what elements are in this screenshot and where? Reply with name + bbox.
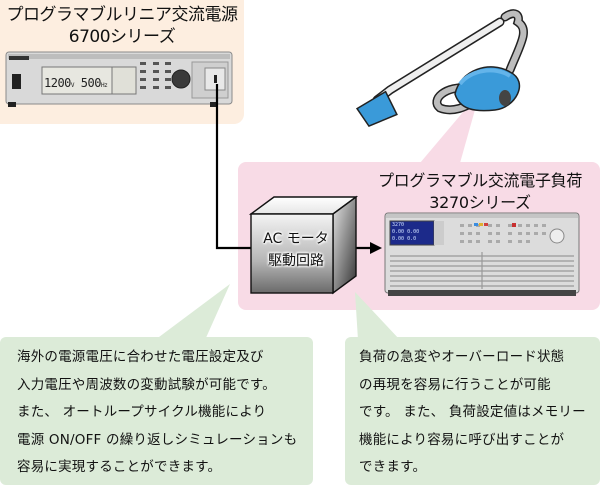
- electronic-load-title-series: 3270シリーズ: [429, 193, 531, 212]
- power-source-title-name: プログラマブルリニア交流電源: [6, 5, 239, 25]
- power-source-title-series: 6700シリーズ: [68, 27, 176, 47]
- callout-left-line: 容易に実現することができます。: [17, 459, 222, 475]
- callout-right-line: です。 また、 負荷設定値はメモリー: [359, 404, 586, 420]
- source-lcd-voltage: 1200: [44, 76, 71, 90]
- connection-line: [215, 84, 252, 250]
- electronic-load-title: プログラマブル交流電子負荷 3270シリーズ: [360, 170, 600, 214]
- source-lcd-voltage-unit: V: [70, 82, 75, 89]
- callout-power-source-features: 海外の電源電圧に合わせた電圧設定及び 入力電圧や周波数の変動試験が可能です。 ま…: [0, 337, 313, 485]
- callout-right-line: の再現を容易に行うことが可能: [359, 376, 551, 393]
- load-lcd-v2: 0.00: [407, 229, 420, 235]
- motor-driver-label-line1: AC モータ: [263, 231, 329, 247]
- arrow-head-icon: [370, 242, 382, 254]
- load-lcd-a2: 0.0: [407, 236, 417, 242]
- callout-left-line: 電源 ON/OFF の繰り返しシミュレーションも: [17, 431, 298, 448]
- source-lcd-frequency-unit: Hz: [100, 82, 108, 89]
- motor-driver-cube: [248, 195, 359, 295]
- electronic-load-title-name: プログラマブル交流電子負荷: [377, 171, 583, 190]
- callout-left-tail: [155, 284, 230, 340]
- ac-power-source-device: [5, 51, 233, 107]
- callout-right-line: できます。: [359, 459, 427, 475]
- callout-electronic-load-features: 負荷の急変やオーバーロード状態 の再現を容易に行うことが可能 です。 また、 負…: [345, 337, 600, 485]
- source-lcd-readout: 1200V 500Hz: [44, 76, 108, 90]
- callout-left-line: 海外の電源電圧に合わせた電圧設定及び: [17, 349, 264, 365]
- callout-right-line: 機能により容易に呼び出すことが: [359, 431, 565, 448]
- power-source-title: プログラマブルリニア交流電源 6700シリーズ: [0, 4, 244, 48]
- callout-left-line: また、 オートループサイクル機能により: [17, 404, 267, 420]
- load-lcd-v1: 0.00: [392, 229, 405, 235]
- callout-left-line: 入力電圧や周波数の変動試験が可能です。: [17, 376, 276, 393]
- ac-electronic-load-device: [384, 212, 580, 296]
- motor-driver-label: AC モータ 駆動回路: [252, 228, 340, 272]
- callout-right-line: 負荷の急変やオーバーロード状態: [359, 349, 565, 365]
- load-lcd-a1: 0.00: [392, 236, 405, 242]
- callout-right-tail: [355, 292, 400, 340]
- source-lcd-frequency: 500: [80, 76, 102, 90]
- motor-driver-label-line2: 駆動回路: [268, 253, 324, 269]
- load-lcd-readout: 3270 0.00 0.00 0.00 0.0: [392, 222, 419, 243]
- load-lcd-model: 3270: [392, 222, 405, 228]
- vacuum-cleaner-icon: [355, 9, 528, 128]
